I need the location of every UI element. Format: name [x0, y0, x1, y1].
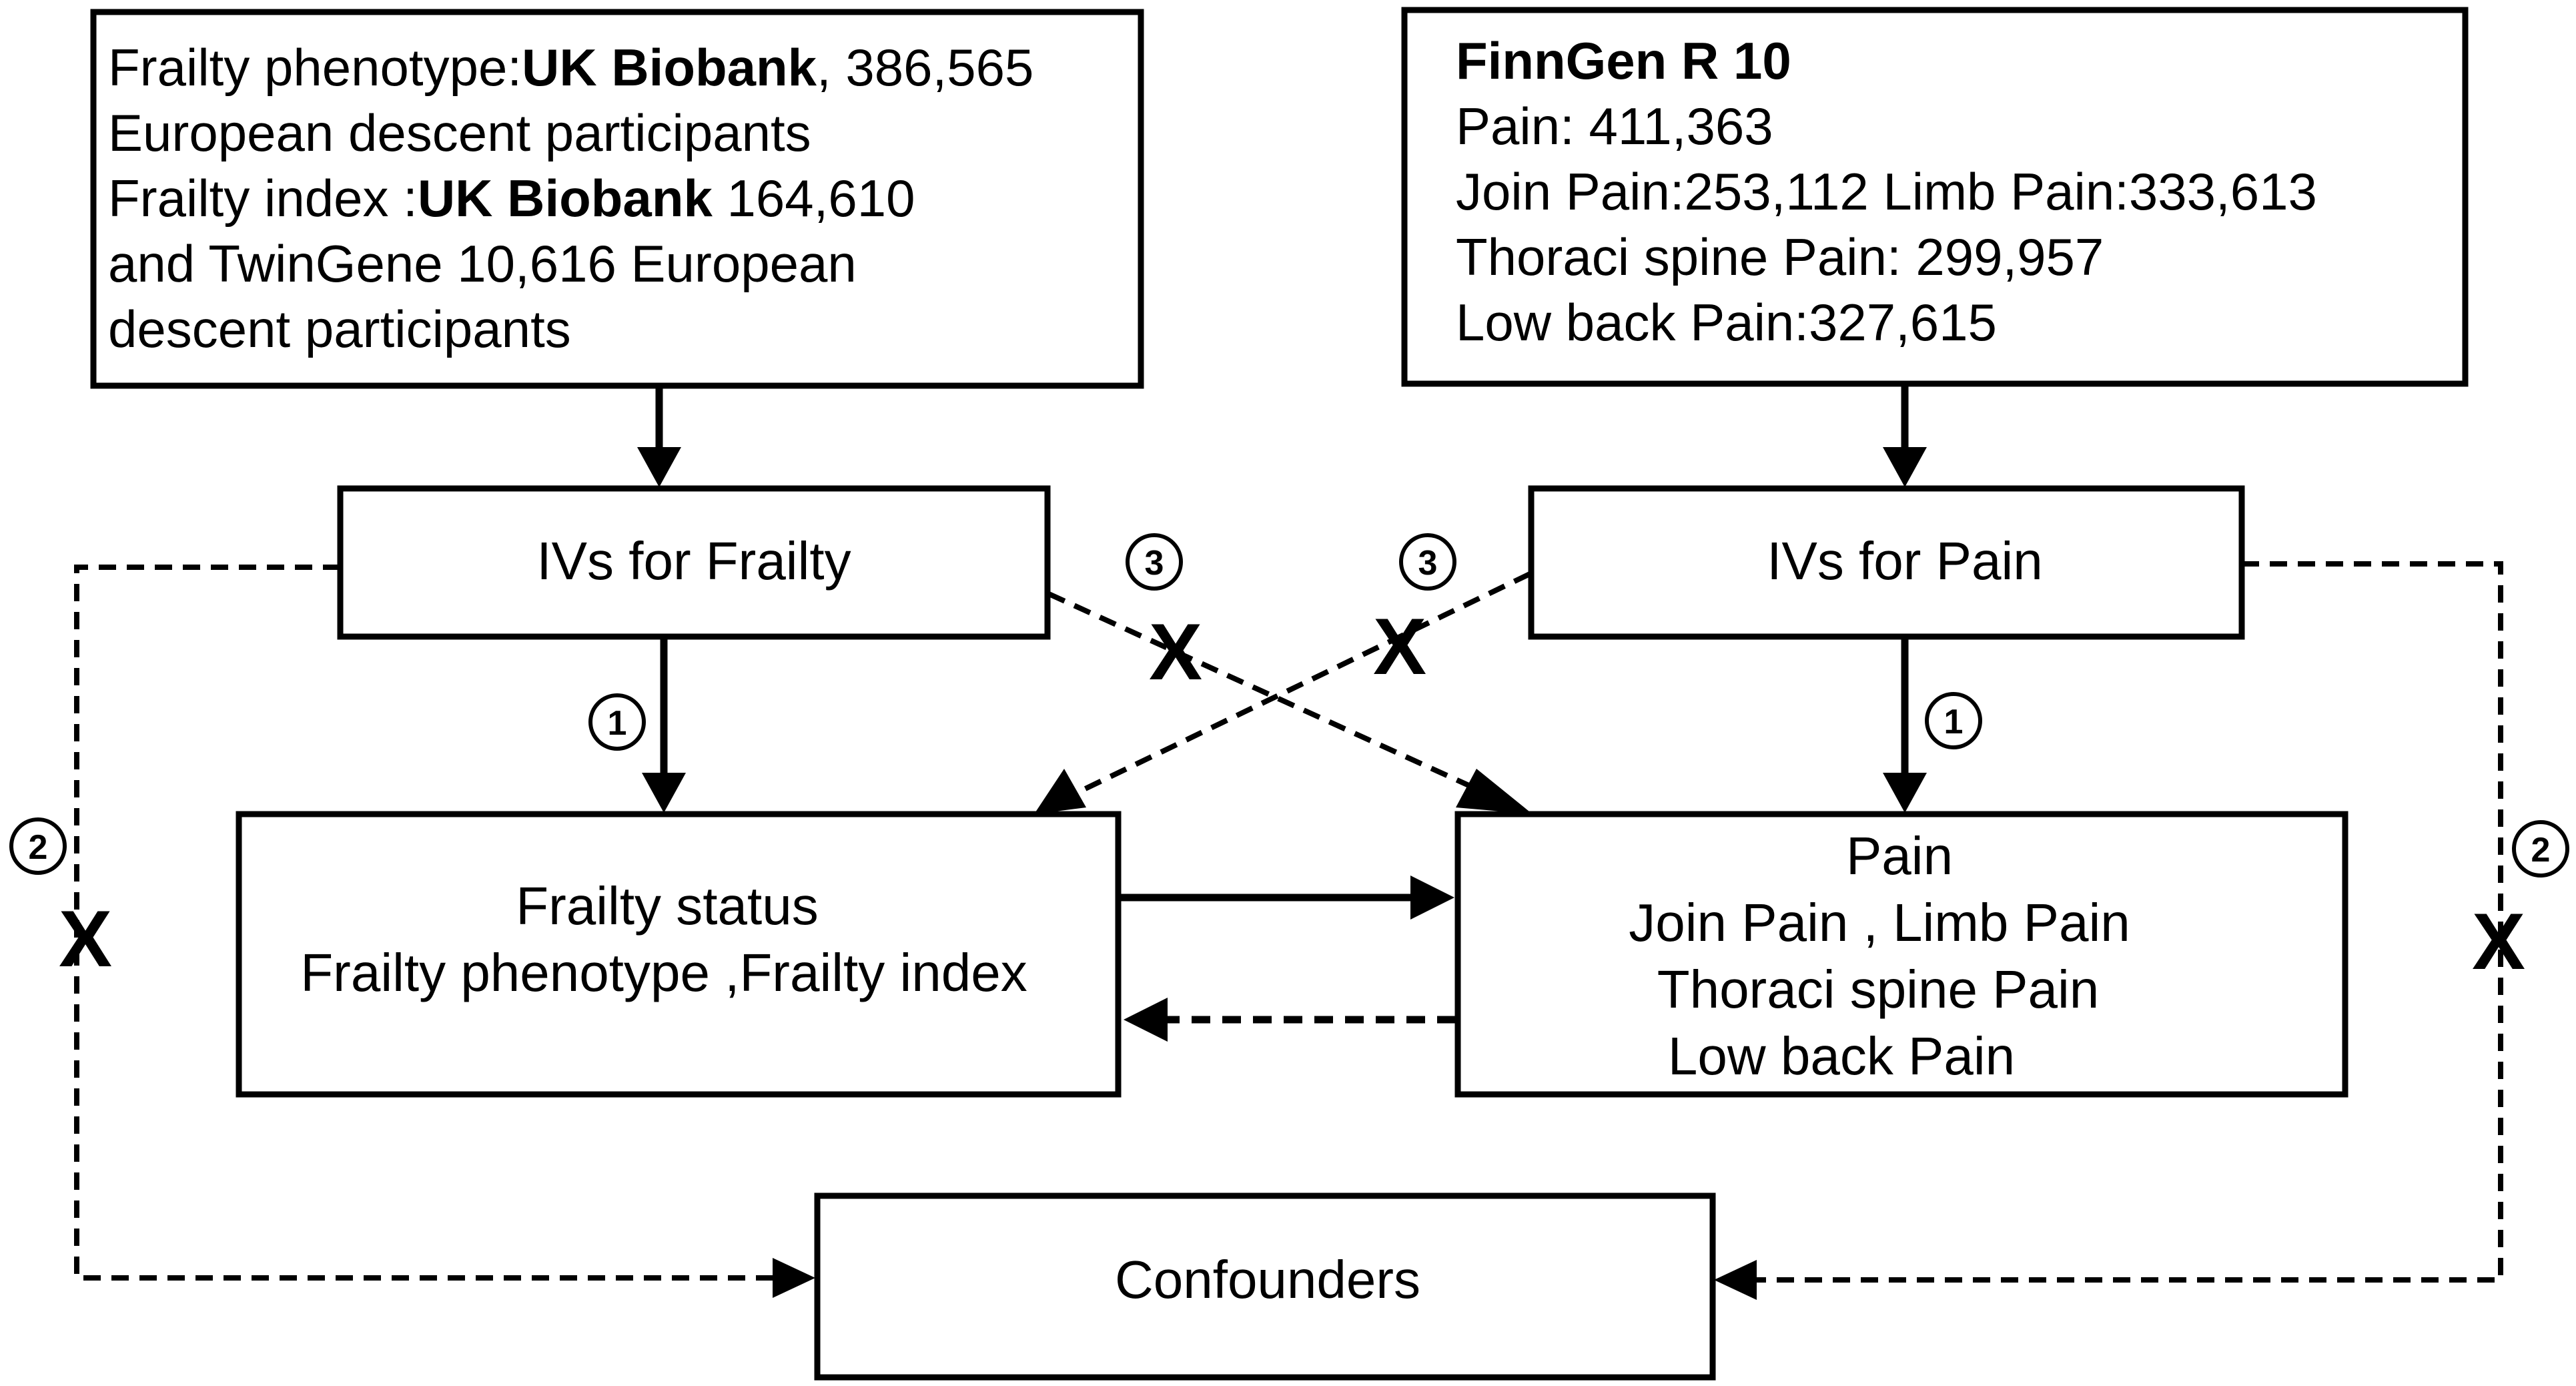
pain-outcome-line-3: Thoraci spine Pain — [1657, 960, 2100, 1019]
frailty-status-title: Frailty status — [516, 876, 818, 936]
confounders-box: Confounders — [814, 1192, 1716, 1381]
arrow-frailty-source-to-ivs — [637, 386, 681, 487]
pain-outcome-box: Pain Join Pain , Limb Pain Thoraci spine… — [1454, 811, 2348, 1098]
svg-text:3: 3 — [1145, 544, 1164, 583]
frailty-source-line-2: European descent participants — [108, 103, 811, 162]
assumption-3-marker-right: 3 — [1399, 533, 1456, 591]
arrow-ivs-frailty-to-confounders — [74, 565, 815, 1298]
arrow-pain-to-frailty-reverse — [1124, 998, 1456, 1042]
arrow-ivs-frailty-to-pain-outcome — [1047, 591, 1533, 814]
assumption-3-marker-left: 3 — [1126, 533, 1183, 591]
violation-x-mark-right-path: X — [2472, 897, 2525, 986]
svg-text:3: 3 — [1418, 544, 1438, 583]
assumption-1-marker-right: 1 — [1925, 692, 1982, 749]
pain-data-source-box: FinnGen R 10 Pain: 411,363 Join Pain:253… — [1401, 7, 2469, 387]
assumption-1-marker-left: 1 — [588, 693, 646, 751]
violation-x-mark-left-diagonal: X — [1149, 607, 1202, 697]
arrow-pain-source-to-ivs — [1883, 384, 1927, 487]
svg-text:2: 2 — [29, 828, 48, 867]
svg-text:1: 1 — [608, 704, 627, 743]
arrow-ivs-pain-to-pain-outcome — [1883, 637, 1927, 813]
pain-outcome-line-2: Join Pain , Limb Pain — [1629, 893, 2130, 952]
ivs-frailty-label: IVs for Frailty — [536, 531, 851, 591]
violation-x-mark-left-path: X — [59, 894, 112, 984]
assumption-2-marker-right: 2 — [2512, 820, 2569, 878]
pain-outcome-line-1: Pain — [1846, 826, 1953, 886]
frailty-source-line-5: descent participants — [108, 300, 571, 358]
frailty-source-line-4: and TwinGene 10,616 European — [108, 234, 857, 293]
ivs-pain-label: IVs for Pain — [1767, 531, 2043, 591]
pain-source-title: FinnGen R 10 — [1456, 31, 1791, 90]
pain-source-line-3: Thoraci spine Pain: 299,957 — [1456, 228, 2104, 286]
pain-outcome-line-4: Low back Pain — [1668, 1026, 2015, 1086]
violation-x-mark-right-diagonal: X — [1373, 602, 1426, 691]
arrow-ivs-pain-to-frailty-status — [1034, 571, 1531, 814]
ivs-frailty-box: IVs for Frailty — [337, 485, 1051, 640]
confounders-label: Confounders — [1115, 1250, 1420, 1309]
frailty-data-source-box: Frailty phenotype:UK Biobank, 386,565 Eu… — [90, 9, 1144, 389]
arrow-frailty-to-pain — [1118, 876, 1454, 920]
arrow-ivs-frailty-to-frailty-status — [642, 637, 686, 813]
pain-source-line-2: Join Pain:253,112 Limb Pain:333,613 — [1456, 162, 2317, 221]
frailty-status-box: Frailty status Frailty phenotype ,Frailt… — [236, 811, 1122, 1098]
pain-source-line-4: Low back Pain:327,615 — [1456, 293, 1997, 352]
frailty-source-line-1: Frailty phenotype:UK Biobank, 386,565 — [108, 38, 1033, 97]
pain-source-line-1: Pain: 411,363 — [1456, 97, 1773, 155]
ivs-pain-box: IVs for Pain — [1528, 485, 2245, 640]
assumption-2-marker-left: 2 — [9, 817, 67, 875]
svg-text:2: 2 — [2531, 831, 2551, 870]
svg-text:1: 1 — [1944, 703, 1964, 741]
arrow-ivs-pain-to-confounders — [1714, 561, 2503, 1300]
frailty-source-line-3: Frailty index :UK Biobank 164,610 — [108, 169, 915, 228]
frailty-status-measures: Frailty phenotype ,Frailty index — [300, 943, 1027, 1002]
